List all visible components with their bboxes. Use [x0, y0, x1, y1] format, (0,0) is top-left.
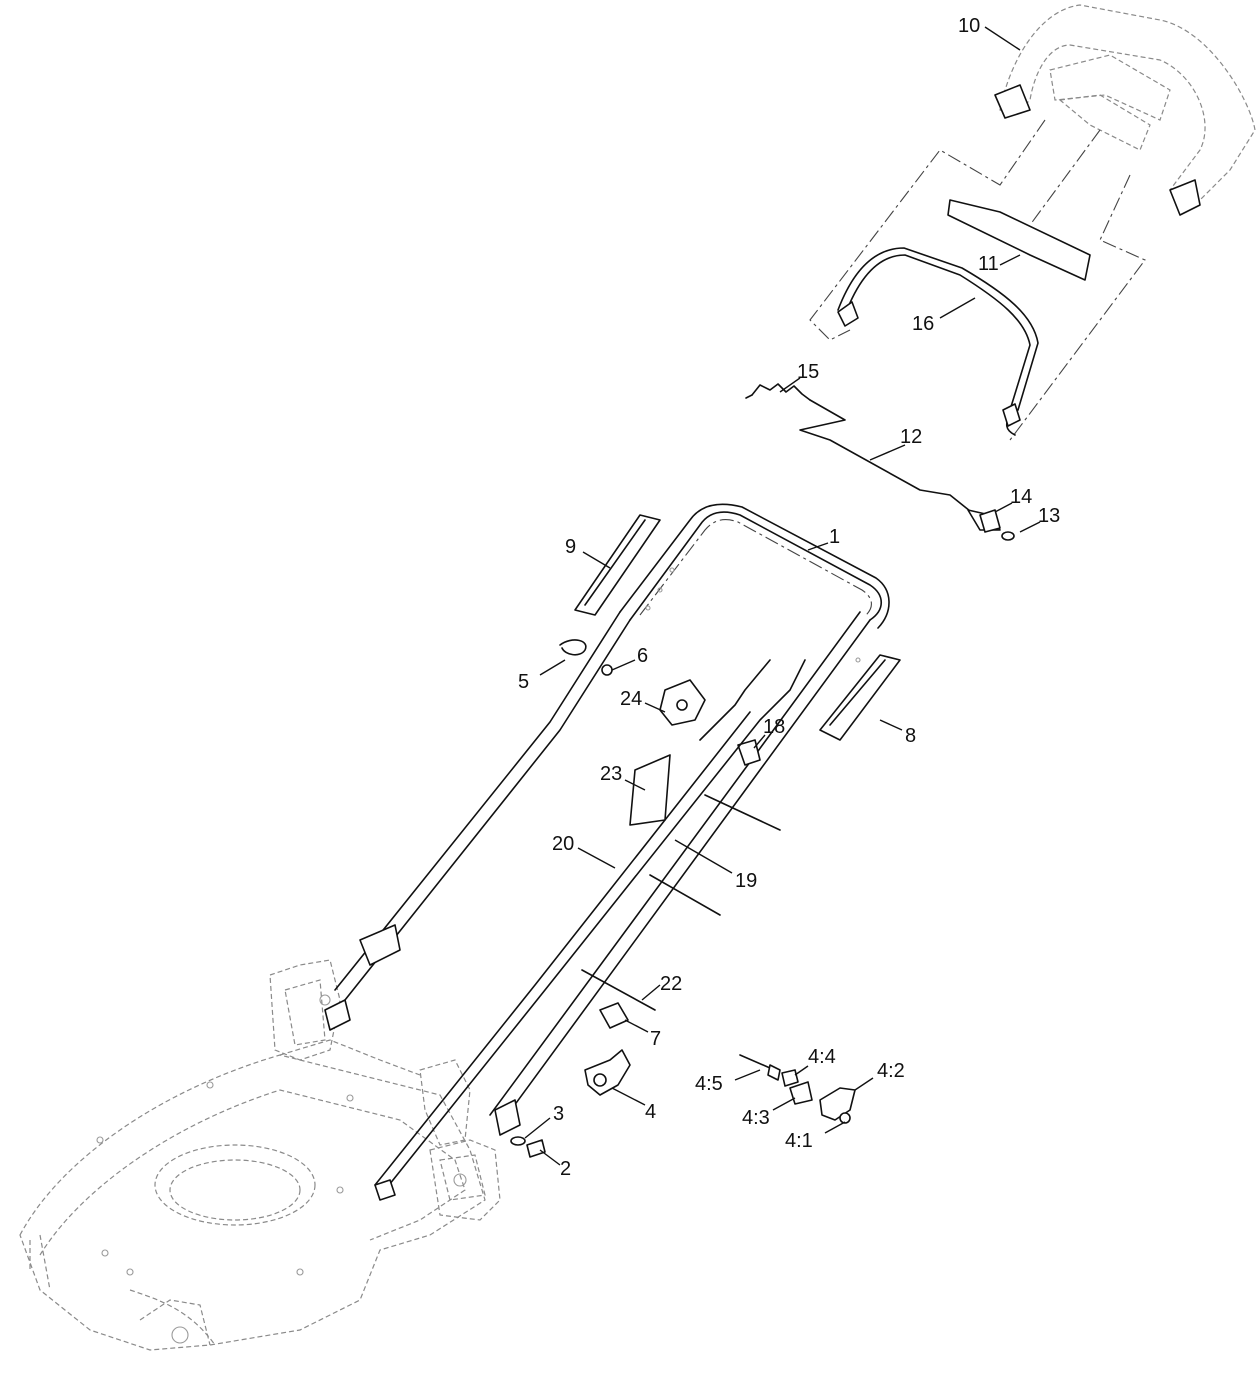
callout-4-4: 4:4	[808, 1046, 836, 1068]
callout-9: 9	[565, 536, 576, 558]
part-3-washer	[510, 1136, 526, 1146]
part-6-nut	[601, 664, 613, 676]
part-22-tie	[581, 969, 656, 1011]
callout-11: 11	[978, 253, 999, 275]
part-11-decal	[947, 199, 1091, 281]
part-5-clip	[559, 639, 587, 656]
leader-lines	[524, 26, 1041, 1166]
part-23-decal	[629, 754, 671, 826]
part-4-subassembly	[739, 1054, 856, 1124]
callout-12: 12	[900, 426, 922, 448]
part-9-grip	[574, 514, 661, 616]
callout-14: 14	[1010, 486, 1032, 508]
callout-19: 19	[735, 870, 757, 892]
callout-10: 10	[958, 15, 980, 37]
part-14-bushing	[979, 509, 1001, 533]
assembly-phantom-outline	[809, 119, 1146, 441]
part-12-rod	[799, 399, 1001, 531]
mower-deck	[19, 959, 501, 1351]
callout-4-5: 4:5	[695, 1073, 723, 1095]
part-4-height-lever	[584, 1049, 631, 1096]
part-16-bail	[837, 247, 1039, 436]
callout-5: 5	[518, 671, 529, 693]
callout-16: 16	[912, 313, 934, 335]
part-19-tie	[649, 794, 781, 916]
part-2-bolt	[526, 1139, 546, 1158]
callout-23: 23	[600, 763, 622, 785]
callout-18: 18	[763, 716, 785, 738]
callout-7: 7	[650, 1028, 661, 1050]
callout-4-3: 4:3	[742, 1107, 770, 1129]
callout-24: 24	[620, 688, 642, 710]
part-13-washer	[1001, 531, 1015, 541]
callout-13: 13	[1038, 505, 1060, 527]
callout-6: 6	[637, 645, 648, 667]
callout-4-2: 4:2	[877, 1060, 905, 1082]
part-1-upper-handle	[619, 503, 890, 663]
callout-1: 1	[829, 526, 840, 548]
callout-3: 3	[553, 1103, 564, 1125]
callout-15: 15	[797, 361, 819, 383]
callout-20: 20	[552, 833, 574, 855]
callout-8: 8	[905, 725, 916, 747]
lower-handle	[324, 611, 871, 1136]
callout-labels: 10 11 16 15 12 14 13 1 9 5 6 24 18 8 23 …	[518, 15, 1060, 1180]
callout-22: 22	[660, 973, 682, 995]
part-20-cable	[374, 659, 806, 1201]
callout-4-1: 4:1	[785, 1130, 813, 1152]
part-15-spring	[745, 383, 811, 401]
part-18-clip	[737, 739, 761, 766]
part-10-top-handle	[994, 4, 1256, 216]
part-24-knob	[659, 679, 706, 726]
part-7-clip	[599, 1002, 629, 1029]
callout-2: 2	[560, 1158, 571, 1180]
part-8-grip	[819, 654, 901, 741]
callout-4: 4	[645, 1101, 656, 1123]
